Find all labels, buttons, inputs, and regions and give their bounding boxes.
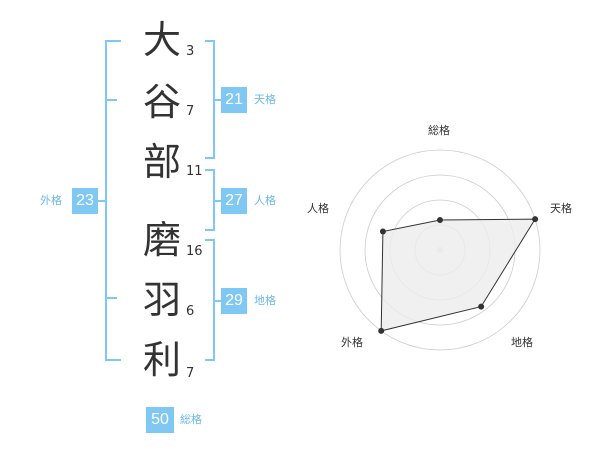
radar-points [378, 216, 539, 334]
radar-label-tenkaku: 天格 [550, 202, 572, 215]
tenkaku-value-badge: 21 [221, 87, 247, 113]
radar-point-5 [379, 228, 386, 235]
radar-label-gaikaku: 外格 [341, 336, 363, 349]
name-char-1: 大 [142, 18, 181, 62]
stroke-count-2: 7 [186, 104, 195, 119]
radar-data-polygon [380, 218, 537, 332]
gaikaku-value-badge: 23 [72, 188, 98, 214]
name-char-5: 羽 [142, 278, 181, 322]
stroke-count-4: 16 [186, 244, 203, 259]
stroke-count-3: 11 [186, 164, 203, 179]
radar-label-soukaku: 総格 [428, 124, 450, 137]
jinkaku-value-badge: 27 [221, 188, 247, 214]
radar-point-3 [478, 303, 485, 310]
jinkaku-label: 人格 [254, 194, 276, 207]
gaikaku-label: 外格 [40, 194, 62, 207]
name-char-6: 利 [142, 338, 181, 382]
radar-point-4 [378, 327, 385, 334]
soukaku-value-badge: 50 [146, 407, 174, 433]
stroke-count-6: 7 [186, 366, 195, 381]
radar-ring-4 [339, 149, 541, 351]
stroke-count-1: 3 [186, 44, 195, 59]
name-char-3: 部 [142, 140, 181, 184]
tenkaku-label: 天格 [254, 93, 276, 106]
radar-point-1 [437, 217, 443, 223]
radar-label-jinkaku: 人格 [307, 202, 329, 215]
radar-label-chikaku: 地格 [511, 336, 533, 349]
chikaku-value-badge: 29 [221, 288, 247, 314]
stroke-count-5: 6 [186, 304, 195, 319]
radar-point-2 [532, 216, 539, 223]
name-char-4: 磨 [142, 218, 181, 262]
soukaku-label: 総格 [180, 413, 202, 426]
chikaku-label: 地格 [254, 294, 276, 307]
name-char-2: 谷 [142, 80, 181, 124]
